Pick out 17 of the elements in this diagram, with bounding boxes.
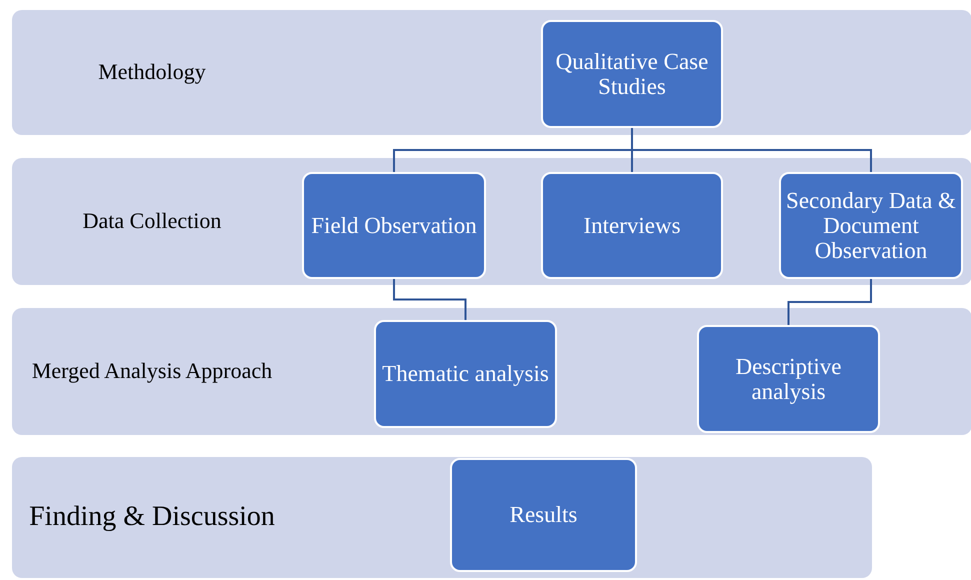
process-box: Results xyxy=(450,458,637,572)
band-title: Data Collection xyxy=(82,209,222,234)
process-box: Field Observation xyxy=(302,172,486,279)
band-title: Finding & Discussion xyxy=(29,502,275,533)
band-title: Merged Analysis Approach xyxy=(32,359,272,384)
band-panel xyxy=(12,308,971,435)
process-box: Interviews xyxy=(541,172,723,279)
process-box: Descriptive analysis xyxy=(697,325,880,433)
process-box: Qualitative Case Studies xyxy=(541,20,723,128)
process-box: Thematic analysis xyxy=(374,320,557,428)
band-panel xyxy=(12,10,971,135)
band-panel xyxy=(12,158,971,285)
band-panel xyxy=(12,457,872,578)
connector-line xyxy=(788,279,872,325)
connector-line xyxy=(393,279,466,320)
process-box: Secondary Data & Document Observation xyxy=(779,172,963,279)
band-title: Methdology xyxy=(98,60,206,85)
